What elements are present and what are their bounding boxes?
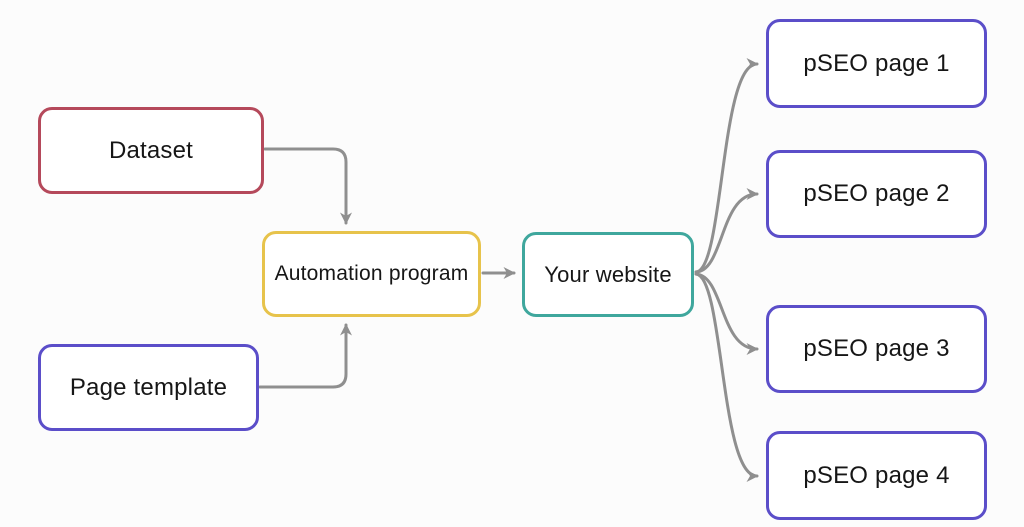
node-dataset: Dataset — [38, 107, 264, 194]
node-dataset-label: Dataset — [108, 136, 194, 164]
node-pseo-page-3-label: pSEO page 3 — [803, 335, 950, 362]
node-your-website-label: Your website — [544, 261, 672, 287]
edge-dataset-to-automation — [263, 147, 352, 225]
node-pseo-page-3: pSEO page 3 — [766, 305, 987, 393]
edge-website-to-pseo-1 — [694, 58, 759, 274]
edge-page-template-to-automation — [258, 323, 352, 389]
node-pseo-page-4-label: pSEO page 4 — [803, 461, 950, 489]
edge-website-to-pseo-4 — [694, 272, 759, 482]
node-pseo-page-2: pSEO page 2 — [766, 150, 987, 238]
node-your-website: Your website — [522, 232, 694, 317]
node-pseo-page-1: pSEO page 1 — [766, 19, 987, 108]
node-page-template-label: Page template — [69, 373, 228, 401]
node-pseo-page-1-label: pSEO page 1 — [803, 49, 950, 77]
node-automation-program: Automation program — [262, 231, 481, 317]
node-automation-program-label: Automation program — [274, 262, 469, 285]
edge-website-to-pseo-3 — [694, 272, 759, 355]
node-pseo-page-2-label: pSEO page 2 — [803, 180, 950, 207]
node-pseo-page-4: pSEO page 4 — [766, 431, 987, 520]
edge-website-to-pseo-2 — [694, 188, 759, 274]
node-page-template: Page template — [38, 344, 259, 431]
